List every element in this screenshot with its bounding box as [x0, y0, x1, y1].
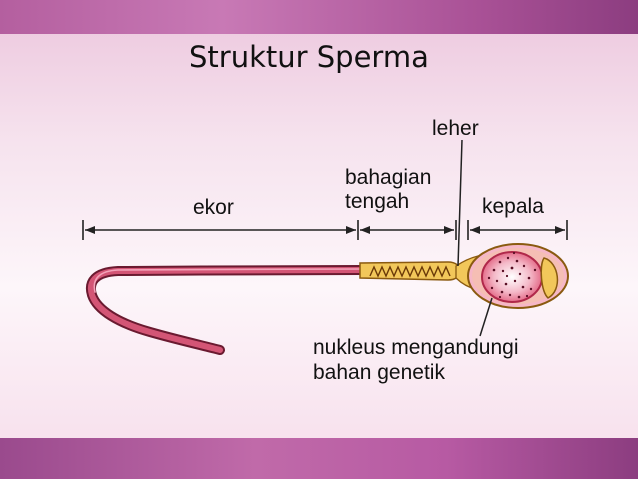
label-kepala: kepala: [482, 195, 544, 218]
leher-pointer: [457, 139, 463, 267]
label-bahagian: bahagian: [345, 166, 431, 189]
kepala-dimension: [470, 226, 565, 234]
nukleus-pointer: [479, 297, 493, 337]
bottom-band: [0, 438, 638, 479]
label-bahan-genetik: bahan genetik: [313, 361, 445, 384]
sperm-tail: [86, 265, 368, 355]
title-band: [0, 0, 638, 34]
sperm-nucleus: [481, 251, 543, 303]
sperm-head: [467, 243, 569, 309]
sperm-midpiece: [359, 261, 461, 281]
ekor-dimension: [85, 226, 356, 234]
label-leher: leher: [432, 117, 479, 140]
chromatin-dots: [487, 251, 537, 299]
slide-title: Struktur Sperma: [189, 40, 429, 74]
label-nukleus: nukleus mengandungi: [313, 336, 519, 359]
acrosome: [540, 257, 559, 299]
label-ekor: ekor: [193, 196, 234, 219]
bahagian-tengah-dimension: [360, 226, 454, 234]
dimension-lines: [82, 220, 568, 240]
label-tengah: tengah: [345, 190, 409, 213]
